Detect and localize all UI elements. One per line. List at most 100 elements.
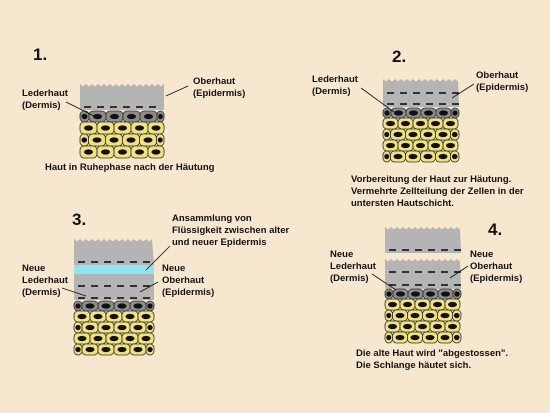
cell-nucleus xyxy=(409,110,418,116)
panel-1-number: 1. xyxy=(33,45,48,64)
cell-nucleus xyxy=(75,303,81,309)
cell-nucleus xyxy=(418,301,427,308)
cell-nucleus xyxy=(109,313,119,320)
cell-nucleus xyxy=(101,303,111,309)
cell-nucleus xyxy=(77,313,87,320)
cell-nucleus xyxy=(84,125,93,131)
cell-nucleus xyxy=(117,303,127,309)
panel-3-number: 3. xyxy=(72,210,87,229)
cell-nucleus xyxy=(408,131,418,138)
cell-nucleus xyxy=(416,142,425,149)
leader-line xyxy=(139,281,159,293)
cell-nucleus xyxy=(384,131,390,138)
panel-2-dermis-label: Lederhaut(Dermis) xyxy=(312,74,358,97)
cell-nucleus xyxy=(453,312,460,319)
cell-nucleus xyxy=(118,125,127,131)
cell-nucleus xyxy=(101,324,111,331)
cell-nucleus xyxy=(101,125,110,131)
cell-nucleus xyxy=(396,291,405,297)
old-epidermis-layer xyxy=(74,239,154,265)
cell-nucleus xyxy=(401,120,410,127)
dermis-cell-row xyxy=(79,121,165,135)
dermis-cell-row xyxy=(382,117,459,130)
cell-nucleus xyxy=(423,131,433,138)
cell-nucleus xyxy=(451,153,458,160)
cell-nucleus xyxy=(85,303,95,309)
basal-cell-row xyxy=(73,300,155,312)
cell-nucleus xyxy=(403,301,412,308)
cell-nucleus xyxy=(401,142,410,149)
leader-line xyxy=(165,85,189,97)
dermis-cell-row xyxy=(382,139,459,152)
cell-nucleus xyxy=(144,113,153,120)
cell-nucleus xyxy=(386,291,392,297)
cell-nucleus xyxy=(81,137,88,143)
dermis-cell-row xyxy=(382,150,460,163)
leader-lines xyxy=(61,83,475,297)
panel-1-epidermis-label: Oberhaut(Epidermis) xyxy=(193,76,246,99)
cell-nucleus xyxy=(158,113,163,120)
cell-nucleus xyxy=(440,312,450,319)
cell-nucleus xyxy=(77,335,87,342)
epidermis-layer xyxy=(80,84,164,110)
cell-nucleus xyxy=(109,335,119,342)
cell-nucleus xyxy=(386,120,395,127)
leader-line xyxy=(360,87,395,113)
cell-nucleus xyxy=(141,335,151,342)
cell-nucleus xyxy=(433,301,442,308)
old-epidermis-layer xyxy=(385,227,461,253)
cell-nucleus xyxy=(85,346,95,353)
cell-nucleus xyxy=(133,303,143,309)
cell-nucleus xyxy=(125,335,135,342)
cell-nucleus xyxy=(118,149,127,155)
cell-nucleus xyxy=(85,324,95,331)
cell-nucleus xyxy=(423,153,433,160)
cell-nucleus xyxy=(101,346,111,353)
cell-nucleus xyxy=(92,137,102,143)
leader-line xyxy=(451,83,475,99)
cell-nucleus xyxy=(411,291,420,297)
dermis-cell-row xyxy=(384,298,461,311)
new-epidermis-layer xyxy=(74,274,154,300)
panel-2-skin-diagram xyxy=(382,79,460,163)
cell-nucleus xyxy=(135,149,144,155)
cell-nucleus xyxy=(410,334,420,341)
cell-nucleus xyxy=(117,346,127,353)
panel-2-number: 2. xyxy=(392,47,407,66)
dermis-cell-row xyxy=(384,331,462,344)
fluid-layer xyxy=(74,265,154,274)
cell-nucleus xyxy=(410,312,420,319)
cell-nucleus xyxy=(424,110,433,116)
dermis-cell-row xyxy=(73,343,155,356)
basal-cell-row xyxy=(382,107,460,119)
cell-nucleus xyxy=(386,334,392,341)
cell-nucleus xyxy=(117,324,127,331)
cell-nucleus xyxy=(394,110,403,116)
cell-nucleus xyxy=(388,301,397,308)
cell-nucleus xyxy=(438,153,448,160)
panel-2-epidermis-label: Oberhaut(Epidermis) xyxy=(476,70,529,93)
cell-nucleus xyxy=(386,312,392,319)
cell-nucleus xyxy=(110,113,119,120)
cell-nucleus xyxy=(151,125,161,131)
cell-nucleus xyxy=(133,346,143,353)
cell-nucleus xyxy=(431,120,440,127)
cell-nucleus xyxy=(418,323,427,330)
panel-1-dermis-label: Lederhaut(Dermis) xyxy=(22,88,68,111)
leader-line xyxy=(449,265,469,279)
new-epidermis-layer xyxy=(385,259,461,289)
cell-nucleus xyxy=(133,324,143,331)
cell-nucleus xyxy=(151,149,161,155)
cell-nucleus xyxy=(440,334,450,341)
cell-nucleus xyxy=(438,131,448,138)
cell-nucleus xyxy=(384,153,390,160)
leader-line xyxy=(145,245,171,271)
dermis-cell-row xyxy=(384,309,462,322)
leader-line xyxy=(65,101,99,119)
cell-nucleus xyxy=(448,323,457,330)
cell-nucleus xyxy=(141,313,151,320)
